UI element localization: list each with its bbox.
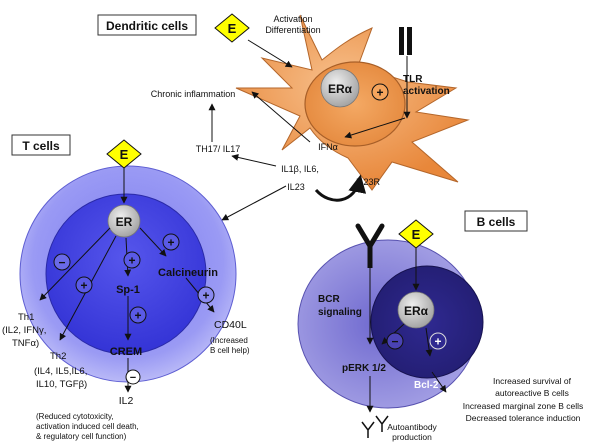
bcr-signaling-label-1: BCR [318, 294, 340, 305]
activation-label: Activation [273, 14, 312, 24]
svg-text:−: − [58, 256, 65, 270]
tlr-receptor-bar-left [399, 27, 404, 55]
estrogen-label-dendritic: E [228, 21, 237, 36]
b-cell-survival-line-2: autoreactive B cells [495, 388, 569, 398]
il2-note-line-1: (Reduced cytotoxicity, [36, 412, 114, 421]
bcl2-to-survival-arrow [431, 371, 447, 393]
dendritic-cells-title: Dendritic cells [106, 19, 188, 33]
dendritic-cell: ERα + TLR activation [235, 14, 470, 191]
estrogen-label-tcell: E [120, 147, 129, 162]
er-to-bcl2-arrow [425, 327, 433, 357]
il2-label: IL2 [119, 395, 134, 407]
svg-text:+: + [128, 254, 135, 268]
tlr-activation-label-1: TLR [403, 74, 423, 85]
th1-cytokines-label-1: (IL2, IFNγ, [2, 325, 46, 336]
dendritic-er-alpha-receptor [320, 68, 360, 108]
il23-loop-arrow [314, 174, 367, 202]
cytokines-il1-il6-label: IL1β, IL6, [281, 164, 319, 174]
il23r-label: IL23R [356, 177, 381, 187]
svg-text:+: + [202, 289, 209, 303]
b-cell-minus-sign: − [386, 332, 404, 350]
estrogen-label-bcell: E [412, 227, 421, 242]
il2-minus-sign: − [125, 369, 141, 385]
svg-text:+: + [434, 335, 441, 349]
ifn-alpha-label: IFNα [318, 142, 338, 152]
t-cells-title: T cells [22, 139, 60, 153]
t-cells-title-box: T cells [11, 134, 71, 156]
autoantibody-label-1: Autoantibody [387, 422, 437, 432]
autoantibody-label-2: production [392, 432, 432, 442]
svg-text:+: + [167, 236, 174, 250]
th17-il17-label: TH17/ IL17 [196, 144, 241, 154]
cytokines-il23-label: IL23 [287, 182, 305, 192]
cd40l-note-line-2: B cell help) [210, 346, 250, 355]
il2-note-line-2: activation induced cell death, [36, 422, 139, 431]
calcineurin-label: Calcineurin [158, 267, 218, 279]
b-cell-survival-line-3: Increased marginal zone B cells [463, 401, 583, 411]
b-cell-plus-sign: + [429, 332, 447, 350]
er-to-calcineurin-arrow [139, 227, 167, 257]
b-cell-er-alpha-receptor [397, 291, 435, 329]
t-cell-plus-crem: + [129, 306, 147, 324]
tlr-receptor-bar-right [407, 27, 412, 55]
th1-cytokines-label-2: TNFα) [12, 338, 39, 349]
dendritic-plus-sign [371, 83, 389, 101]
tlr-to-ifn-arrow [344, 117, 406, 139]
th2-cytokines-label-1: (IL4, IL5,IL6, [34, 366, 87, 377]
t-cell-minus-th1: − [53, 253, 71, 271]
ifn-to-chronic-arrow [251, 91, 311, 143]
t-cell: ER − + + + + + [19, 165, 237, 393]
b-cell-survival-line-4: Decreased tolerance induction [466, 413, 581, 423]
svg-text:+: + [80, 279, 87, 293]
chronic-inflammation-label: Chronic inflammation [151, 89, 236, 99]
b-cells-title-box: B cells [464, 210, 528, 232]
t-cell-er-receptor [107, 204, 141, 238]
t-cell-plus-sp1: + [123, 251, 141, 269]
t-cell-plus-cd40l: + [197, 286, 215, 304]
crem-label: CREM [110, 346, 142, 358]
dendritic-plus-text: + [376, 86, 383, 100]
th2-label: Th2 [50, 351, 66, 362]
cytokines-to-th17-arrow [231, 153, 277, 167]
th1-label: Th1 [18, 312, 34, 323]
svg-text:−: − [391, 335, 398, 349]
estrogen-diamond-dendritic: E [214, 13, 250, 43]
estrogen-diamond-tcell: E [106, 139, 142, 169]
bcr-signaling-label-2: signaling [318, 307, 362, 318]
cd40l-note-line-1: (Increased [210, 336, 248, 345]
dendritic-er-alpha-label: ERα [328, 82, 353, 96]
cd40l-label: CD40L [214, 319, 247, 331]
tlr-activation-label-2: activation [403, 86, 450, 97]
svg-text:+: + [134, 309, 141, 323]
t-cell-er-label: ER [116, 215, 133, 229]
cytokines-to-tcell-arrow [221, 185, 287, 221]
er-to-th1-arrow [39, 227, 111, 301]
b-cell-survival-line-1: Increased survival of [493, 376, 572, 386]
estrogen-to-dendritic-arrow [247, 39, 293, 68]
il2-note-line-3: & regulatory cell function) [36, 432, 127, 441]
svg-text:−: − [130, 372, 136, 384]
t-cell-plus-calcineurin: + [162, 233, 180, 251]
differentiation-label: Differentiation [265, 25, 320, 35]
sp1-label: Sp-1 [116, 284, 140, 296]
b-cell-er-alpha-label: ERα [404, 304, 429, 318]
dendritic-cells-title-box: Dendritic cells [97, 14, 197, 36]
autoantibody-icon [361, 415, 389, 438]
t-cell-plus-th2: + [75, 276, 93, 294]
b-cell: ERα − + BCR signaling pERK 1/2 Bcl-2 [297, 223, 484, 413]
perk-label: pERK 1/2 [342, 363, 386, 374]
b-cells-title: B cells [477, 215, 516, 229]
th2-cytokines-label-2: IL10, TGFβ) [36, 379, 87, 390]
bcl2-label: Bcl-2 [414, 380, 439, 391]
